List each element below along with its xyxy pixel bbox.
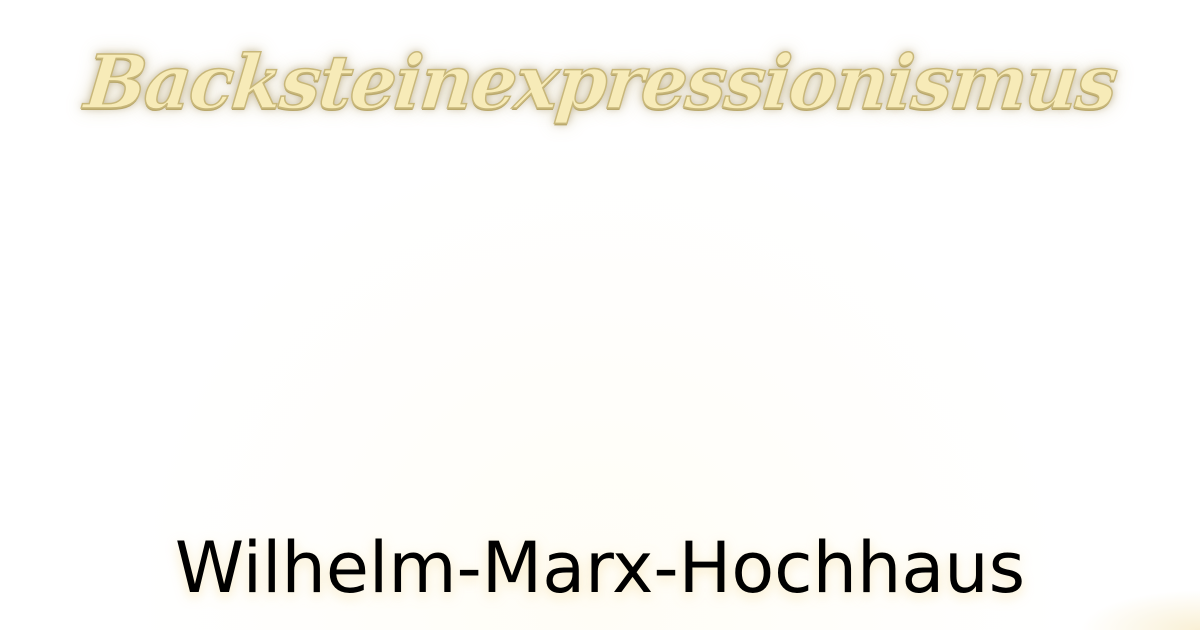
headline-title: Backsteinexpressionismus	[80, 39, 1120, 126]
building-name-caption: Wilhelm-Marx-Hochhaus	[174, 527, 1026, 609]
caption-container: Wilhelm-Marx-Hochhaus	[0, 526, 1200, 610]
headline-container: Backsteinexpressionismus	[0, 28, 1200, 138]
corner-glow-decoration	[1080, 590, 1200, 630]
